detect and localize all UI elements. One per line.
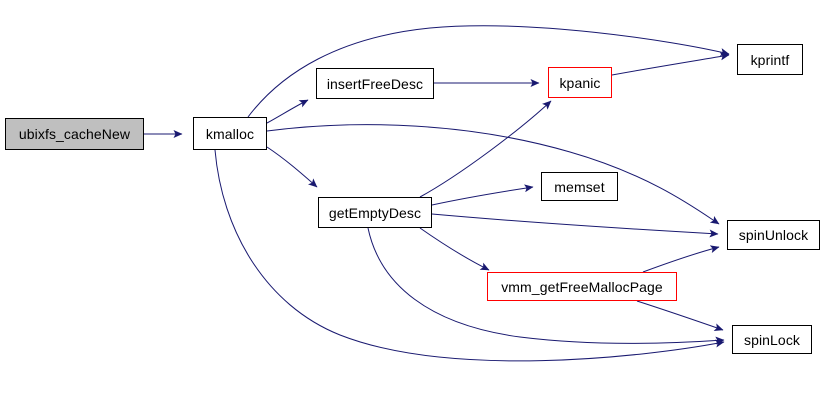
graph-node-getEmptyDesc[interactable]: getEmptyDesc: [318, 197, 432, 228]
graph-node-label: kprintf: [750, 51, 790, 68]
edge-getEmptyDesc-to-vmm_getFreeMallocPage: [419, 227, 490, 271]
graph-node-vmm_getFreeMallocPage[interactable]: vmm_getFreeMallocPage: [487, 272, 677, 301]
graph-node-kprintf[interactable]: kprintf: [737, 44, 803, 75]
edge-getEmptyDesc-to-spinLock: [367, 227, 725, 345]
graph-node-spinLock[interactable]: spinLock: [732, 325, 812, 354]
graph-node-ubixfs_cacheNew[interactable]: ubixfs_cacheNew: [5, 118, 144, 150]
graph-node-label: ubixfs_cacheNew: [18, 126, 131, 142]
graph-node-spinUnlock[interactable]: spinUnlock: [727, 220, 820, 250]
edge-kmalloc-to-insertFreeDesc: [266, 99, 309, 124]
graph-node-label: spinLock: [743, 331, 801, 348]
edge-vmm_getFreeMallocPage-to-spinLock: [636, 300, 724, 331]
edge-kmalloc-to-kprintf: [247, 25, 730, 118]
edge-getEmptyDesc-to-spinUnlock: [431, 213, 719, 238]
graph-node-memset[interactable]: memset: [541, 172, 618, 201]
edge-kpanic-to-kprintf: [611, 52, 730, 76]
edge-kmalloc-to-spinUnlock: [266, 124, 720, 225]
edge-kmalloc-to-getEmptyDesc: [266, 146, 318, 188]
graph-node-kmalloc[interactable]: kmalloc: [193, 117, 267, 150]
edge-kmalloc-to-spinLock: [214, 149, 725, 362]
graph-node-label: kpanic: [559, 74, 601, 91]
graph-node-label: getEmptyDesc: [328, 204, 422, 221]
graph-node-label: vmm_getFreeMallocPage: [501, 278, 663, 295]
graph-edges: [144, 25, 730, 362]
graph-node-label: kmalloc: [205, 125, 255, 142]
graph-node-label: spinUnlock: [738, 227, 809, 243]
edge-vmm_getFreeMallocPage-to-spinUnlock: [642, 245, 720, 273]
graph-node-label: insertFreeDesc: [326, 75, 424, 92]
graph-node-insertFreeDesc[interactable]: insertFreeDesc: [316, 68, 434, 99]
graph-node-kpanic[interactable]: kpanic: [548, 67, 612, 98]
graph-node-label: memset: [554, 178, 605, 195]
edge-getEmptyDesc-to-memset: [431, 184, 534, 206]
edge-getEmptyDesc-to-kpanic: [419, 100, 552, 198]
